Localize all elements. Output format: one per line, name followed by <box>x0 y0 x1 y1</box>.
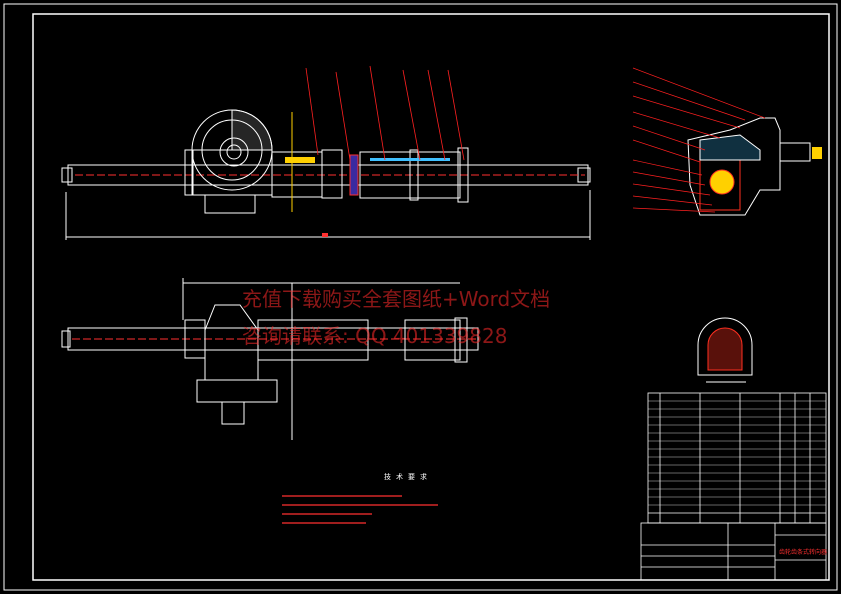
watermark-line-2: 咨询请联系: QQ 401339828 <box>242 324 508 348</box>
technical-notes <box>282 495 438 524</box>
main-view <box>61 65 591 240</box>
outer-border <box>3 3 838 591</box>
section-view <box>632 67 822 216</box>
aa-section-view <box>697 317 753 383</box>
drawing-name: 齿轮齿条式转向器 <box>779 549 828 556</box>
inner-border <box>32 13 830 581</box>
parts-list <box>640 392 827 581</box>
technical-notes-title: 技术要求 <box>384 473 432 481</box>
watermark-line-1: 充值下载购买全套图纸+Word文档 <box>242 287 551 311</box>
front-view <box>61 278 479 440</box>
